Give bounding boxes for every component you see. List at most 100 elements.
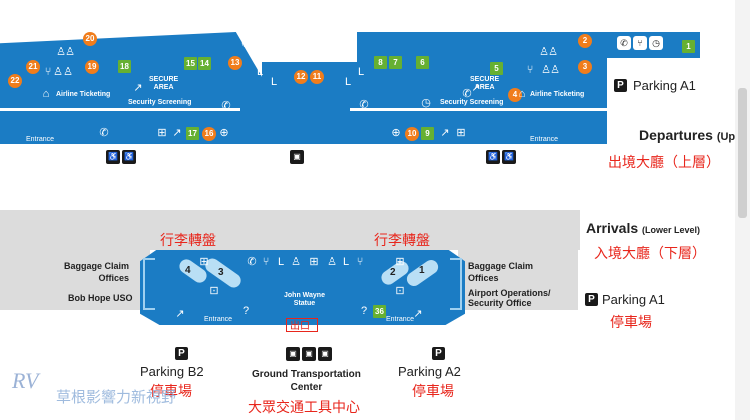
baggage-zh-right: 行李轉盤 (374, 232, 430, 248)
gate-18: 18 (118, 60, 131, 73)
gate-21: 21 (26, 60, 40, 74)
baggage-icon: ⊡ (209, 285, 219, 297)
parking-a1-label: Parking A1 (633, 78, 696, 93)
baggage-cart-icon: ⊞ (199, 256, 209, 268)
curb-icon: ▣ (290, 150, 304, 164)
parking-b2-label: Parking B2 (140, 364, 204, 379)
bracket-left (143, 258, 155, 310)
terminal-left-wing (0, 32, 262, 144)
elevator-icon: L (270, 76, 278, 88)
bob-hope-uso-label: Bob Hope USO (68, 293, 133, 303)
restroom-icon: ♙ (53, 66, 63, 78)
exit-marker (286, 318, 318, 332)
wheelchair-icon: ♿ (486, 150, 500, 164)
elevator-icon: L (256, 66, 264, 78)
gate-13: 13 (228, 56, 242, 70)
food-icon: ⑂ (44, 66, 52, 78)
gate-17: 17 (186, 127, 199, 140)
elevator-icon: L (277, 256, 285, 268)
baggage-claim-offices-left: Baggage Claim Offices (64, 261, 130, 283)
gate-16: 16 (202, 127, 216, 141)
parking-icon: P (585, 293, 598, 306)
gate-15: 15 (184, 57, 197, 70)
parking-a2-zh: 停車場 (412, 383, 454, 399)
gate-9: 9 (421, 127, 434, 140)
departures-title-zh: 出境大廳（上層） (608, 154, 720, 170)
gate-7: 7 (389, 56, 402, 69)
parking-icon: P (432, 347, 445, 360)
escalator-icon: ↗ (175, 308, 185, 320)
arrivals-title-zh: 入境大廳（下層） (594, 245, 706, 261)
food-icon: ⑂ (526, 64, 534, 76)
parking-a2-label: Parking A2 (398, 364, 461, 379)
concourse-line-left (0, 108, 240, 111)
ground-transport-label: Ground Transportation Center (252, 369, 361, 393)
airline-ticketing-right-label: Airline Ticketing (530, 91, 585, 98)
baggage-icon: ⊞ (157, 127, 167, 139)
restroom-icon: ♙ (291, 256, 301, 268)
baggage-cart-icon: ⊞ (395, 256, 405, 268)
gate-19: 19 (85, 60, 99, 74)
departures-title-text: Departures (639, 127, 713, 143)
exit-zh-label: 出口 (290, 321, 310, 332)
taxi-icon: ▣ (318, 347, 332, 361)
elevator-icon: L (342, 256, 350, 268)
baggage-zh-left: 行李轉盤 (160, 232, 216, 248)
gate-1: 1 (682, 40, 695, 53)
security-screening-right-label: Security Screening (440, 99, 504, 106)
restroom-icon: ♙ (327, 256, 337, 268)
carousel-2-label: 2 (390, 267, 396, 278)
restroom-icon: ♙ (539, 46, 549, 58)
wheelchair-icon: ♿ (122, 150, 136, 164)
elevator-icon: L (357, 66, 365, 78)
scrollbar-thumb[interactable] (738, 88, 747, 218)
departures-title: Departures (Up (639, 127, 735, 143)
arrivals-title-text: Arrivals (586, 220, 639, 236)
gate-10: 10 (405, 127, 419, 141)
phone-icon: ✆ (221, 100, 231, 112)
restroom-icon: ♙ (550, 64, 560, 76)
restroom-icon: ♙ (326, 51, 336, 63)
watermark-text: 草根影響力新視野 (56, 389, 177, 406)
carousel-3-label: 3 (218, 267, 224, 278)
arrivals-parking-a1-zh: 停車場 (610, 314, 652, 330)
info-icon: ? (242, 305, 250, 317)
concourse-line-right (350, 108, 607, 111)
gate-11: 11 (310, 70, 324, 84)
ground-transport-zh: 大眾交通工具中心 (248, 399, 360, 415)
departures-title-suffix: (Up (716, 131, 736, 143)
gate-20: 20 (83, 32, 97, 46)
wheelchair-icon: ♿ (502, 150, 516, 164)
wheelchair-icon: ♿ (106, 150, 120, 164)
restroom-icon: ♙ (63, 66, 73, 78)
atm-icon: ⊕ (391, 127, 401, 139)
airline-ticketing-left-label: Airline Ticketing (56, 91, 111, 98)
parking-icon: P (614, 79, 627, 92)
bus-icon: ▣ (286, 347, 300, 361)
restroom-icon: ♙ (56, 46, 66, 58)
carousel-4-label: 4 (185, 265, 191, 276)
arrivals-entrance-right: Entrance (386, 316, 415, 323)
escalator-icon: ↗ (413, 308, 423, 320)
arrivals-title: Arrivals (Lower Level) (586, 220, 700, 236)
parking-b2-zh: 停車場 (150, 383, 192, 399)
stairs-icon: ⌂ (518, 88, 526, 100)
restroom-icon: ♙ (548, 46, 558, 58)
elevator-icon: L (344, 76, 352, 88)
restroom-icon: ♙ (65, 46, 75, 58)
clock-icon: ◷ (421, 97, 431, 109)
bracket-right (450, 258, 462, 310)
gate-12: 12 (294, 70, 308, 84)
gate-36: 36 (373, 305, 386, 318)
secure-area-left-label: SECURE AREA (149, 76, 179, 91)
phone-icon: ✆ (241, 38, 251, 50)
gate-3: 3 (578, 60, 592, 74)
food-icon: ⑂ (633, 36, 647, 50)
security-screening-left-label: Security Screening (128, 99, 192, 106)
stairs-icon: ⌂ (42, 88, 50, 100)
baggage-claim-offices-right: Baggage Claim Offices (468, 261, 534, 283)
gate-5: 5 (490, 62, 503, 75)
shuttle-icon: ▣ (302, 347, 316, 361)
john-wayne-label: John Wayne Statue (284, 292, 325, 307)
entrance-left-label: Entrance (26, 136, 55, 143)
